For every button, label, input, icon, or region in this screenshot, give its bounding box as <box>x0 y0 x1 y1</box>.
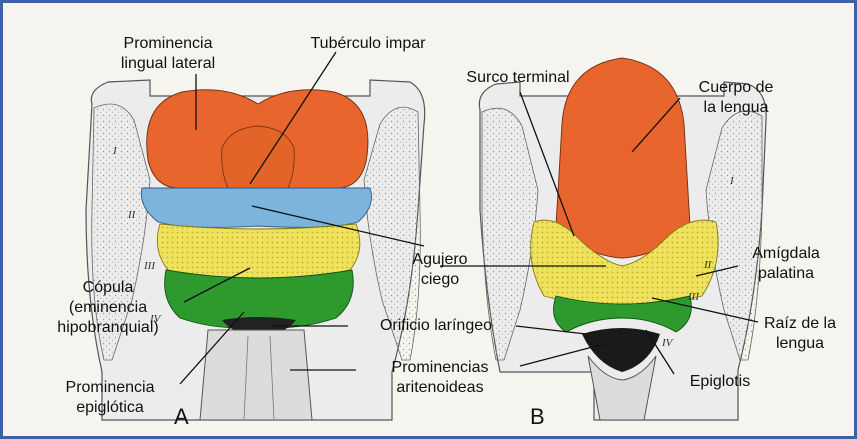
label-amigdala-palatina-2: palatina <box>758 265 814 282</box>
panel-a: I II III IV A <box>86 80 425 429</box>
label-agujero-ciego-2: ciego <box>421 271 459 288</box>
label-prominencias-aritenoideas-2: aritenoideas <box>396 379 483 396</box>
panel-letter-a: A <box>174 404 189 429</box>
eminencia-hipobranquial-shape <box>157 224 360 280</box>
label-prominencia-epiglotica-1: Prominencia <box>66 379 155 396</box>
label-epiglotis: Epiglotis <box>690 373 750 390</box>
arch-label-b-3: III <box>687 291 700 303</box>
arch-label-b-4: IV <box>661 337 674 349</box>
label-orificio-laringeo: Orificio laríngeo <box>380 317 492 334</box>
label-prominencia-lingual-lateral-2: lingual lateral <box>121 55 215 72</box>
label-copula-3: hipobranquial) <box>57 319 158 336</box>
label-tuberculo-impar: Tubérculo impar <box>310 35 426 52</box>
label-copula-2: (eminencia <box>69 299 147 316</box>
label-surco-terminal: Surco terminal <box>466 69 569 86</box>
cuerpo-lengua-shape <box>556 58 690 258</box>
label-agujero-ciego-1: Agujero <box>412 251 467 268</box>
label-raiz-lengua-1: Raíz de la <box>764 315 836 332</box>
label-copula-1: Cópula <box>83 279 134 296</box>
label-cuerpo-lengua-1: Cuerpo de <box>699 79 774 96</box>
label-amigdala-palatina-1: Amígdala <box>752 245 820 262</box>
label-prominencia-epiglotica-2: epiglótica <box>76 399 144 416</box>
label-raiz-lengua-2: lengua <box>776 335 824 352</box>
arch-label-b-2: II <box>703 259 713 271</box>
label-cuerpo-lengua-2: la lengua <box>704 99 769 116</box>
label-prominencias-aritenoideas-1: Prominencias <box>392 359 489 376</box>
label-prominencia-lingual-lateral-1: Prominencia <box>124 35 213 52</box>
arch-label-a-3: III <box>143 260 156 272</box>
panel-letter-b: B <box>530 404 545 429</box>
arch-label-a-2: II <box>127 209 137 221</box>
